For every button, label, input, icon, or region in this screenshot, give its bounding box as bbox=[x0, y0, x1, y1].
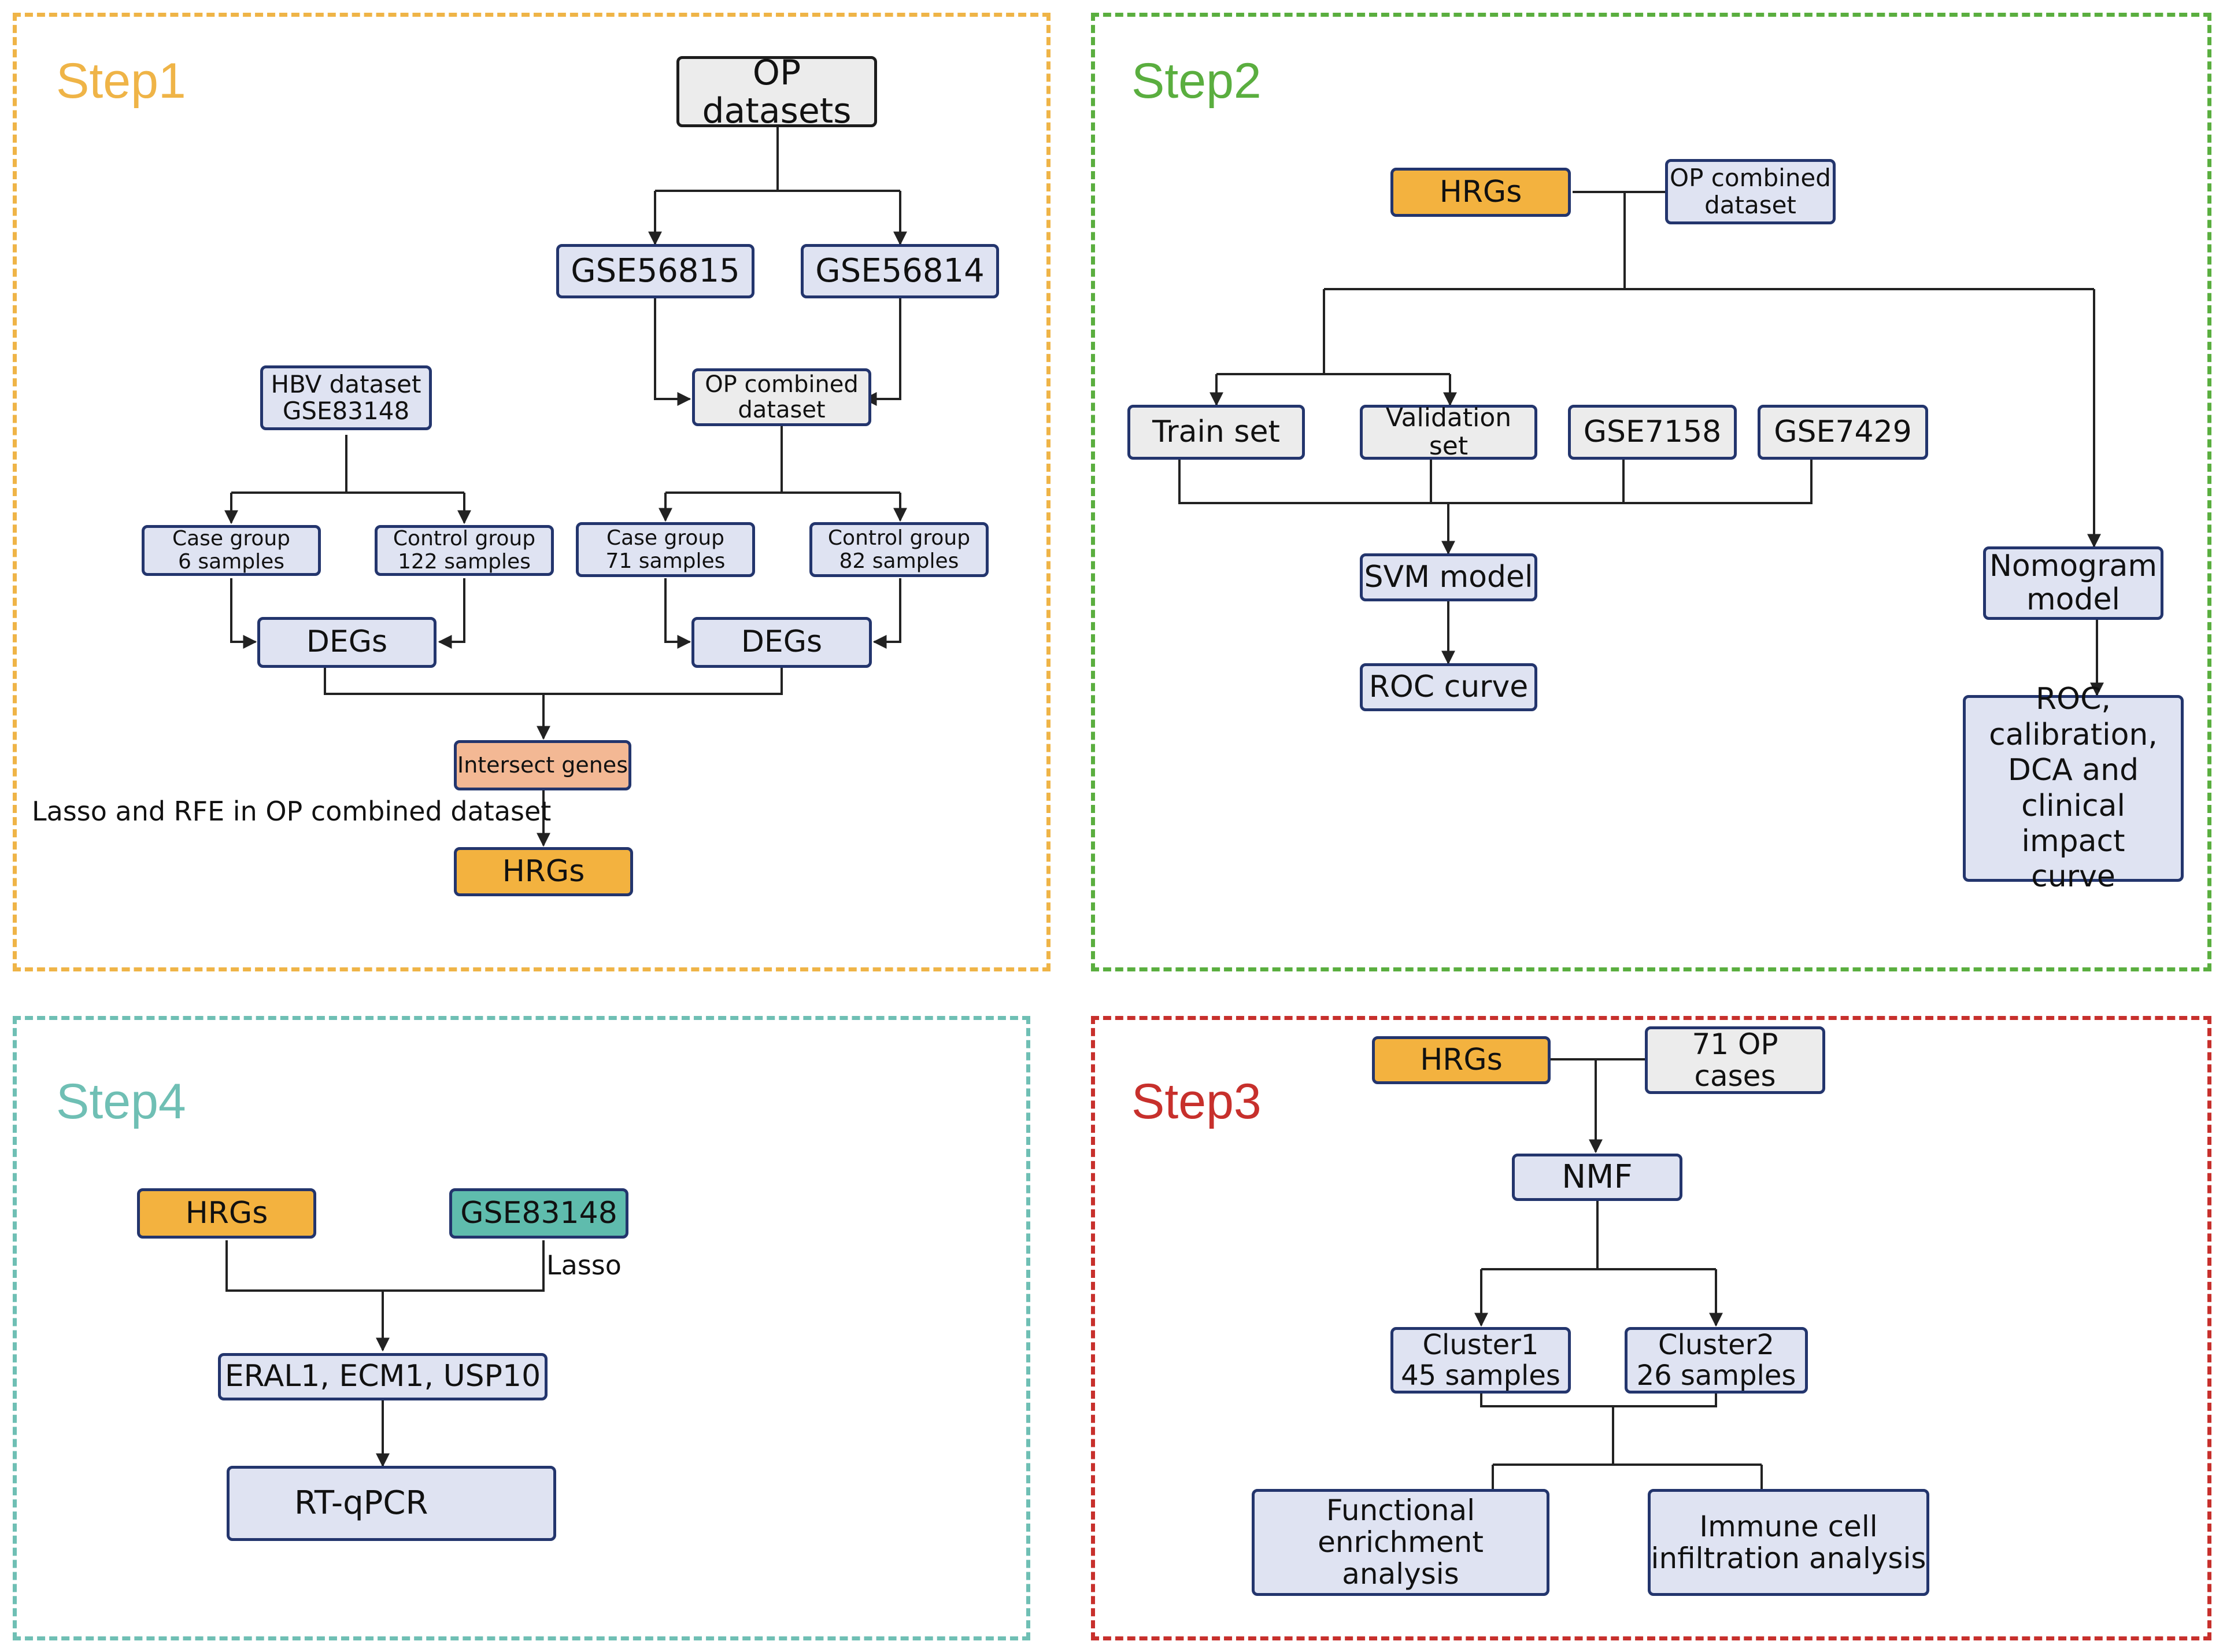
gse83148-box: GSE83148 bbox=[449, 1188, 628, 1239]
rt-qpcr-box: RT-qPCR bbox=[227, 1466, 556, 1541]
step2-title: Step2 bbox=[1131, 53, 1262, 109]
step1-panel bbox=[13, 13, 1051, 971]
step2-panel bbox=[1091, 13, 2211, 971]
hbv-dataset-box: HBV dataset GSE83148 bbox=[260, 365, 432, 430]
op-control-group-box: Control group 82 samples bbox=[809, 522, 989, 577]
cluster1-box: Cluster1 45 samples bbox=[1390, 1327, 1571, 1394]
step2-hrgs-box: HRGs bbox=[1390, 168, 1571, 217]
op-datasets-box: OP datasets bbox=[676, 54, 877, 130]
hbv-control-group-box: Control group 122 samples bbox=[375, 525, 554, 576]
connector bbox=[1178, 460, 1813, 504]
step4-title: Step4 bbox=[56, 1074, 186, 1129]
candidate-genes-box: ERAL1, ECM1, USP10 bbox=[218, 1353, 548, 1400]
gse7429-box: GSE7429 bbox=[1758, 405, 1928, 460]
immune-infiltration-box: Immune cell infiltration analysis bbox=[1648, 1489, 1929, 1596]
arrow-connector bbox=[438, 578, 465, 649]
hbv-degs-box: DEGs bbox=[257, 617, 437, 668]
step3-title: Step3 bbox=[1131, 1074, 1262, 1129]
validation-set-box: Validation set bbox=[1360, 404, 1537, 460]
nmf-box: NMF bbox=[1512, 1154, 1682, 1201]
functional-enrichment-box: Functional enrichment analysis bbox=[1252, 1489, 1549, 1596]
roc-curve-box: ROC curve bbox=[1360, 663, 1537, 711]
lasso-label: Lasso bbox=[546, 1250, 622, 1281]
lasso-rfe-label: Lasso and RFE in OP combined dataset bbox=[32, 796, 552, 827]
step3-panel bbox=[1091, 1016, 2211, 1640]
step1-title: Step1 bbox=[56, 53, 186, 109]
step1-hrgs-box: HRGs bbox=[454, 847, 633, 896]
intersect-genes-box: Intersect genes bbox=[454, 740, 631, 790]
step2-op-combined-dataset-box: OP combined dataset bbox=[1665, 159, 1836, 224]
connector bbox=[225, 1240, 545, 1292]
arrow-connector bbox=[872, 578, 901, 649]
gse56815-box: GSE56815 bbox=[556, 244, 754, 298]
op-cases-box: 71 OP cases bbox=[1645, 1026, 1825, 1094]
arrow-connector bbox=[230, 578, 257, 649]
gse7158-box: GSE7158 bbox=[1568, 405, 1737, 460]
connector bbox=[1480, 1394, 1717, 1407]
op-combined-dataset-box: OP combined dataset bbox=[692, 368, 871, 426]
step4-hrgs-box: HRGs bbox=[137, 1188, 316, 1239]
gse56814-box: GSE56814 bbox=[801, 244, 999, 298]
hbv-case-group-box: Case group 6 samples bbox=[142, 525, 321, 576]
connector bbox=[324, 668, 783, 695]
op-degs-box: DEGs bbox=[691, 617, 872, 668]
op-case-group-box: Case group 71 samples bbox=[576, 522, 755, 577]
arrow-connector bbox=[664, 578, 691, 649]
step3-hrgs-box: HRGs bbox=[1372, 1036, 1551, 1084]
nomogram-outputs-box: ROC, calibration, DCA and clinical impac… bbox=[1963, 682, 2184, 894]
step4-panel bbox=[13, 1016, 1030, 1640]
arrow-connector bbox=[654, 298, 691, 406]
cluster2-box: Cluster2 26 samples bbox=[1625, 1327, 1808, 1394]
train-set-box: Train set bbox=[1127, 405, 1305, 460]
nomogram-model-box: Nomogram model bbox=[1983, 546, 2163, 620]
svm-model-box: SVM model bbox=[1360, 553, 1537, 601]
arrow-connector bbox=[863, 298, 901, 406]
